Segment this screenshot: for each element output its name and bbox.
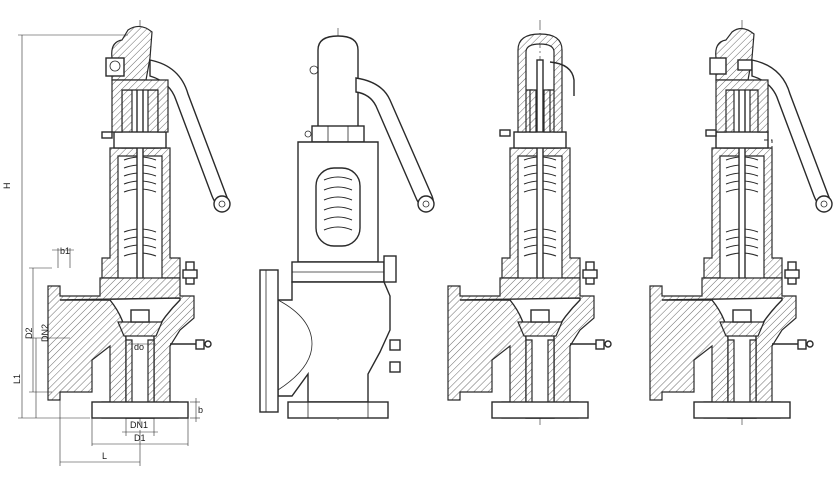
exterior-view <box>259 28 435 420</box>
label-b1: b1 <box>60 246 70 256</box>
label-H: H <box>2 183 12 190</box>
label-DN1: DN1 <box>130 420 148 430</box>
label-L1: L1 <box>12 374 22 384</box>
label-L: L <box>102 451 107 461</box>
section-view-lever <box>649 19 833 426</box>
dimensioned-section <box>47 19 231 426</box>
label-DN2: DN2 <box>40 324 50 342</box>
dimension-lines: H L1 D2 DN2 b1 do DN1 D1 L <box>2 34 203 466</box>
label-b: b <box>198 405 203 415</box>
section-view-sealed-cap <box>447 19 612 426</box>
label-D2: D2 <box>24 327 34 339</box>
label-do: do <box>134 342 144 352</box>
